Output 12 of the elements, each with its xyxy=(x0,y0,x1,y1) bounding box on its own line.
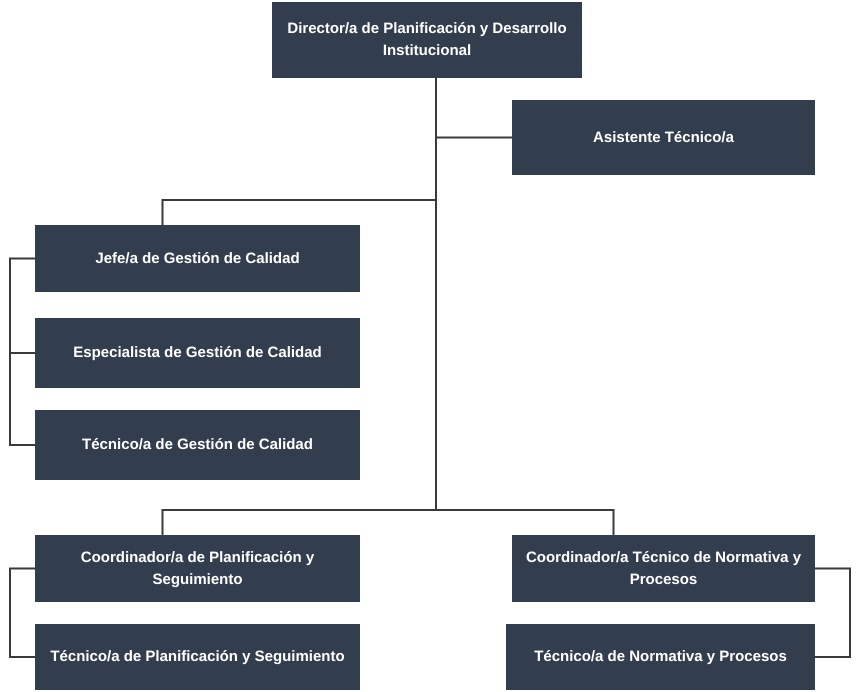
position-box: Técnico/a de Gestión de Calidad xyxy=(35,410,360,480)
connector-line xyxy=(9,258,35,446)
position-box: Técnico/a de Normativa y Procesos xyxy=(506,624,815,690)
position-box: Coordinador/a de Planificación y Seguimiento xyxy=(35,535,360,602)
connector-line xyxy=(9,568,35,658)
position-box: Coordinador/a Técnico de Normativa y Procesos xyxy=(512,535,815,602)
connector-line xyxy=(815,568,851,658)
position-box: Técnico/a de Planificación y Seguimiento xyxy=(35,624,360,690)
position-box: Jefe/a de Gestión de Calidad xyxy=(35,225,360,292)
position-box: Asistente Técnico/a xyxy=(512,100,815,175)
position-box: Director/a de Planificación y Desarrollo Institucional xyxy=(272,2,582,78)
position-box: Especialista de Gestión de Calidad xyxy=(35,318,360,388)
